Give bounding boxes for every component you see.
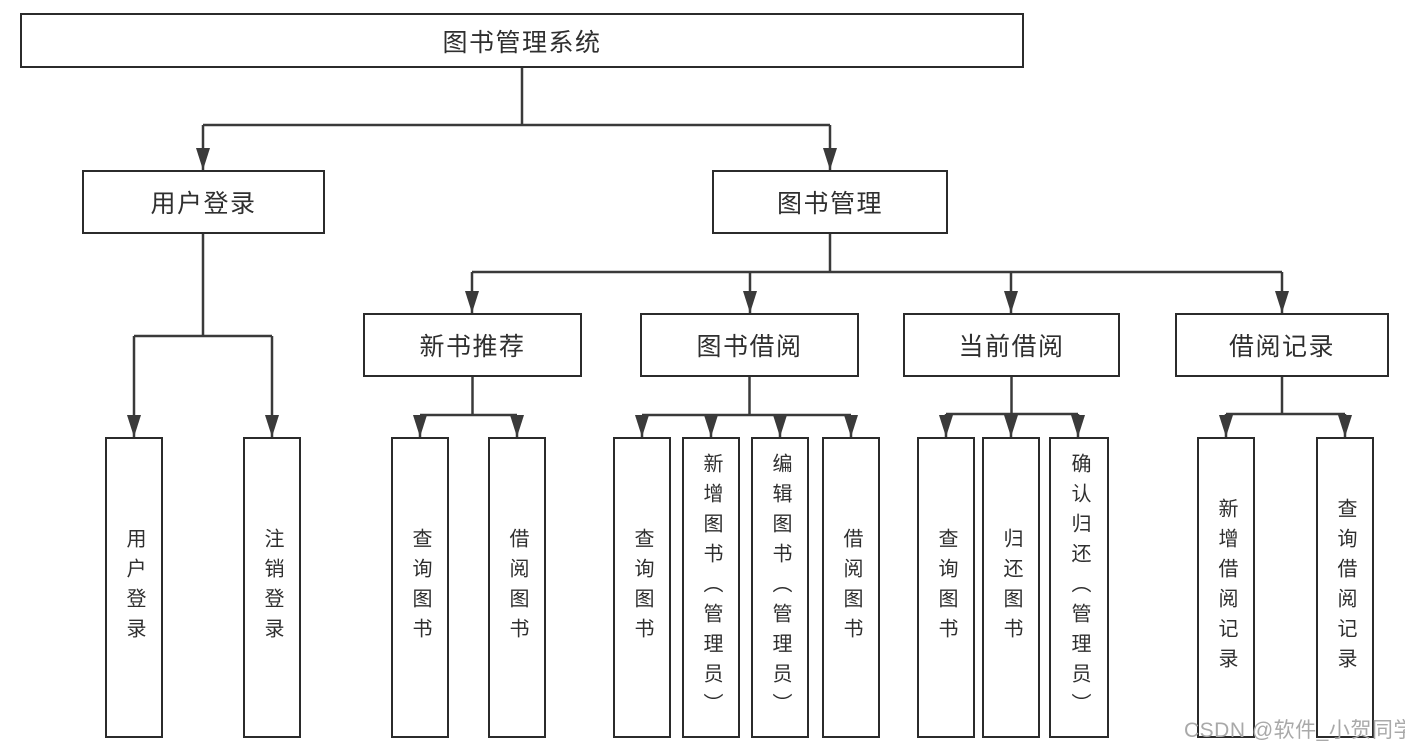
leaf-label: 新增图书（管理员） xyxy=(700,452,722,723)
node-label: 新书推荐 xyxy=(419,333,526,361)
node-book-borrow: 图书借阅 xyxy=(640,313,859,377)
leaf-user-login: 用户登录 xyxy=(105,437,163,738)
leaf-label: 用户登录 xyxy=(123,527,145,648)
leaf-logout: 注销登录 xyxy=(243,437,301,738)
leaf-add-borrow-record: 新增借阅记录 xyxy=(1197,437,1255,738)
leaf-label: 借阅图书 xyxy=(840,527,862,648)
node-label: 借阅记录 xyxy=(1228,333,1335,361)
leaf-borrow-books-recommend: 借阅图书 xyxy=(488,437,546,738)
leaf-label: 归还图书 xyxy=(1000,527,1022,648)
node-new-book-recommend: 新书推荐 xyxy=(363,313,582,377)
node-borrow-records: 借阅记录 xyxy=(1175,313,1389,377)
node-label: 图书管理 xyxy=(776,190,883,218)
leaf-label: 查询图书 xyxy=(935,527,957,648)
leaf-borrow-books: 借阅图书 xyxy=(822,437,880,738)
leaf-label: 查询借阅记录 xyxy=(1334,497,1356,678)
leaf-query-books-recommend: 查询图书 xyxy=(391,437,449,738)
node-label: 当前借阅 xyxy=(958,333,1065,361)
leaf-label: 借阅图书 xyxy=(506,527,528,648)
leaf-query-books-borrow: 查询图书 xyxy=(613,437,671,738)
node-user-login: 用户登录 xyxy=(82,170,325,234)
node-root: 图书管理系统 xyxy=(20,13,1024,68)
leaf-label: 查询图书 xyxy=(409,527,431,648)
leaf-add-books-admin: 新增图书（管理员） xyxy=(682,437,740,738)
leaf-edit-books-admin: 编辑图书（管理员） xyxy=(751,437,809,738)
leaf-label: 注销登录 xyxy=(261,527,283,648)
leaf-query-borrow-record: 查询借阅记录 xyxy=(1316,437,1374,738)
leaf-label: 查询图书 xyxy=(631,527,653,648)
leaf-query-books-current: 查询图书 xyxy=(917,437,975,738)
leaf-label: 编辑图书（管理员） xyxy=(769,452,791,723)
node-book-management: 图书管理 xyxy=(712,170,948,234)
node-label: 用户登录 xyxy=(150,190,257,218)
leaf-label: 新增借阅记录 xyxy=(1215,497,1237,678)
node-label: 图书借阅 xyxy=(696,333,803,361)
csdn-watermark: CSDN @软件_小贺同学 xyxy=(1184,719,1405,742)
leaf-return-books: 归还图书 xyxy=(982,437,1040,738)
leaf-label: 确认归还（管理员） xyxy=(1068,452,1090,723)
node-label: 图书管理系统 xyxy=(442,28,602,57)
leaf-confirm-return-admin: 确认归还（管理员） xyxy=(1049,437,1109,738)
node-current-borrow: 当前借阅 xyxy=(903,313,1120,377)
